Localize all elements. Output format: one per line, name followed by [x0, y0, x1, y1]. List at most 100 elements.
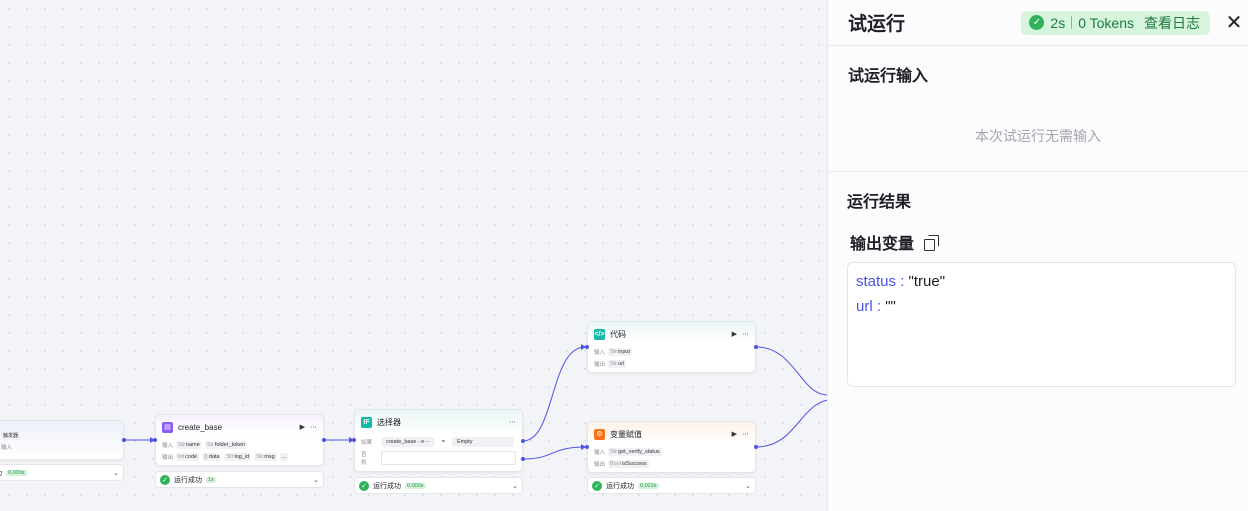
check-circle-icon: ✓	[359, 480, 369, 491]
run-duration: 2s	[1050, 14, 1066, 31]
selector-if-port[interactable]	[521, 439, 525, 443]
output-variables-label: 输出变量	[850, 236, 915, 253]
var-assign-status[interactable]: ✓ 运行成功 0.022s ⌄	[587, 477, 756, 494]
run-node-icon[interactable]: ▶	[299, 424, 305, 431]
input-chip: Strname	[176, 441, 202, 449]
test-run-input-section: 试运行输入 本次试运行无需输入	[828, 46, 1248, 172]
status-time: 0.022s	[638, 482, 659, 489]
output-line: status : "true"	[856, 269, 1227, 294]
workflow-canvas[interactable]: 触发器 输入 功 0.000s ⌄ ▤ create_base ▶ ⋯ 输入 S…	[0, 0, 828, 511]
status-text: 运行成功	[174, 476, 202, 484]
test-run-panel: 试运行 ✓ 2s 0 Tokens 查看日志 ✕ 试运行输入 本次试运行无需输入…	[827, 0, 1248, 511]
check-circle-icon: ✓	[1029, 15, 1045, 30]
create-base-out-port[interactable]	[322, 438, 326, 442]
status-text: 运行成功	[606, 482, 634, 490]
start-node-input-label: 输入	[1, 445, 13, 451]
status-text: 功	[0, 468, 2, 478]
more-icon[interactable]: ⋯	[742, 331, 749, 338]
result-section-title: 运行结果	[847, 194, 912, 211]
start-node[interactable]: 触发器 输入	[0, 420, 124, 460]
status-time: 1s	[206, 476, 216, 483]
chevron-down-icon[interactable]: ⌄	[745, 482, 751, 490]
output-chip: Strurl	[608, 360, 627, 368]
empty-input-note: 本次试运行无需输入	[975, 128, 1101, 144]
output-label: 输出	[162, 455, 174, 461]
close-icon[interactable]: ✕	[1225, 12, 1243, 34]
start-node-out-port[interactable]	[122, 438, 126, 442]
status-time: 0.000s	[405, 482, 426, 489]
selector-else-port[interactable]	[521, 457, 525, 461]
run-node-icon[interactable]: ▶	[731, 331, 737, 338]
status-time: 0.000s	[6, 469, 27, 476]
output-chip: Strmsg	[254, 453, 277, 461]
input-label: 输入	[162, 443, 174, 449]
selector-in-port[interactable]	[352, 438, 356, 442]
chevron-down-icon[interactable]: ⌄	[313, 476, 319, 484]
condition-operator: =	[441, 438, 445, 445]
copy-icon[interactable]	[924, 234, 940, 251]
input-chip: Strget_verify_status	[608, 448, 662, 456]
code-icon: </>	[594, 328, 605, 340]
edge-selector-code	[522, 346, 586, 442]
output-sep: :	[896, 273, 909, 290]
input-chip: Strinput	[608, 348, 632, 356]
var-assign-out-port[interactable]	[754, 445, 758, 449]
divider	[1071, 16, 1073, 29]
code-in-port[interactable]	[585, 345, 589, 349]
edge-selector-assign	[522, 446, 586, 460]
node-title: create_base	[178, 422, 223, 432]
chevron-down-icon[interactable]: ⌄	[512, 482, 518, 490]
input-label: 输入	[594, 350, 606, 356]
selector-node[interactable]: IF 选择器 ⋯ 如果 create_base - e··· = Empty 否…	[354, 409, 523, 472]
chevron-down-icon[interactable]: ⌄	[113, 469, 119, 477]
create-base-in-port[interactable]	[153, 438, 157, 442]
run-summary-badge: ✓ 2s 0 Tokens 查看日志	[1021, 10, 1210, 35]
selector-status[interactable]: ✓ 运行成功 0.000s ⌄	[354, 477, 523, 494]
else-label: 否则	[361, 452, 367, 466]
check-circle-icon: ✓	[592, 480, 602, 491]
else-slot	[380, 451, 516, 465]
edge-code-out	[755, 346, 828, 396]
output-variables-header: 输出变量	[850, 230, 1236, 254]
output-chip: {}data	[202, 453, 222, 461]
input-label: 输入	[594, 450, 606, 456]
var-assign-in-port[interactable]	[585, 445, 589, 449]
node-title: 选择器	[377, 417, 401, 427]
run-tokens: 0 Tokens	[1078, 14, 1134, 31]
panel-title: 试运行	[848, 14, 906, 35]
code-out-port[interactable]	[754, 345, 758, 349]
if-label: 如果	[361, 439, 373, 446]
code-node[interactable]: </> 代码 ▶ ⋯ 输入 Strinput 输出 Strurl	[587, 321, 756, 373]
output-line: url : ""	[856, 294, 1227, 319]
output-chip: Strlog_id	[224, 453, 252, 461]
run-result-section: 运行结果 输出变量 status : "true" url : ""	[828, 172, 1248, 387]
output-chip: Intcode	[176, 453, 200, 461]
start-node-tag: 触发器	[1, 430, 21, 440]
create-base-status[interactable]: ✓ 运行成功 1s ⌄	[155, 471, 324, 488]
more-icon[interactable]: ⋯	[509, 419, 516, 426]
create-base-node[interactable]: ▤ create_base ▶ ⋯ 输入 Strname Strfolder_t…	[155, 414, 324, 466]
output-label: 输出	[594, 362, 606, 368]
output-sep: :	[872, 298, 886, 315]
output-label: 输出	[594, 462, 606, 468]
node-title: 代码	[610, 329, 626, 339]
output-chip: BoolisSuccess	[608, 460, 649, 468]
var-assign-node[interactable]: ⚙ 变量赋值 ▶ ⋯ 输入 Strget_verify_status 输出 Bo…	[587, 421, 756, 473]
more-outputs[interactable]: ...	[279, 453, 289, 461]
status-text: 运行成功	[373, 482, 401, 490]
more-icon[interactable]: ⋯	[742, 431, 749, 438]
run-node-icon[interactable]: ▶	[731, 431, 737, 438]
output-value: ""	[885, 298, 896, 315]
more-icon[interactable]: ⋯	[310, 424, 317, 431]
input-section-title: 试运行输入	[848, 68, 929, 85]
condition-left[interactable]: create_base - e···	[381, 436, 435, 447]
branch-icon: IF	[361, 416, 372, 428]
edge-assign-out	[755, 399, 828, 448]
output-json-box[interactable]: status : "true" url : ""	[847, 262, 1236, 387]
start-node-status[interactable]: 功 0.000s ⌄	[0, 464, 124, 481]
condition-right[interactable]: Empty	[451, 436, 514, 447]
panel-header: 试运行 ✓ 2s 0 Tokens 查看日志 ✕	[828, 0, 1248, 46]
node-title: 变量赋值	[610, 429, 642, 439]
input-chip: Strfolder_token	[204, 441, 248, 449]
view-log-link[interactable]: 查看日志	[1144, 14, 1200, 31]
